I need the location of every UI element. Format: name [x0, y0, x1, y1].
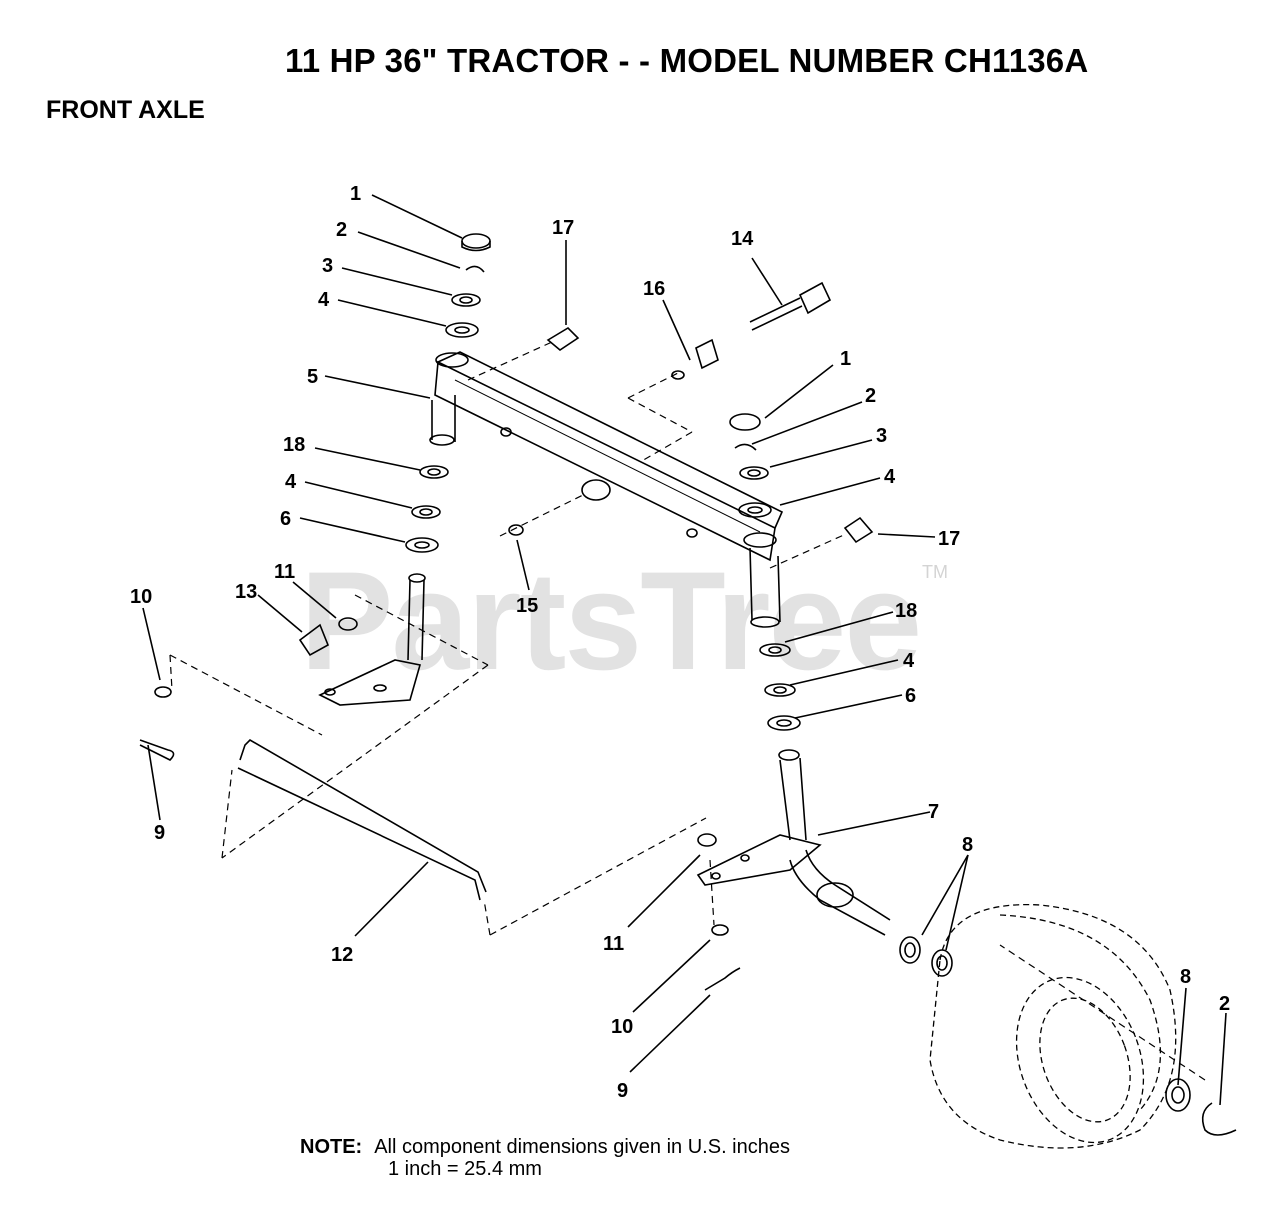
callout-1-right: 1: [840, 348, 851, 370]
callout-2-bottom: 2: [1219, 993, 1230, 1015]
callout-6-right: 6: [905, 685, 916, 707]
callout-1-left: 1: [350, 183, 361, 205]
callout-15: 15: [516, 595, 538, 617]
page-title: 11 HP 36" TRACTOR - - MODEL NUMBER CH113…: [285, 42, 1089, 79]
callout-18-left: 18: [283, 434, 305, 456]
trademark-symbol: TM: [922, 562, 948, 582]
note-line-1: All component dimensions given in U.S. i…: [374, 1136, 790, 1158]
dimension-note: NOTE: All component dimensions given in U…: [300, 1136, 790, 1180]
callout-13: 13: [235, 581, 257, 603]
callout-12: 12: [331, 944, 353, 966]
callout-5: 5: [307, 366, 318, 388]
callout-11-right: 11: [603, 933, 624, 955]
callout-2-left: 2: [336, 219, 347, 241]
callout-14: 14: [731, 228, 754, 250]
note-line-2: 1 inch = 25.4 mm: [388, 1158, 542, 1180]
callout-4-mid-right: 4: [903, 650, 915, 672]
callout-4-mid-left: 4: [285, 471, 297, 493]
callout-4-top-left: 4: [318, 289, 330, 311]
callout-11-left: 11: [274, 561, 295, 583]
callout-6-left: 6: [280, 508, 291, 530]
callout-16: 16: [643, 278, 665, 300]
section-title: FRONT AXLE: [46, 96, 205, 124]
callout-17-top: 17: [552, 217, 574, 239]
callout-18-right: 18: [895, 600, 917, 622]
callout-10-left: 10: [130, 586, 152, 608]
callout-17-right: 17: [938, 528, 960, 550]
callout-8-top: 8: [962, 834, 973, 856]
callout-9-right: 9: [617, 1080, 628, 1102]
callout-7: 7: [928, 801, 939, 823]
callout-4-top-right: 4: [884, 466, 896, 488]
callout-10-right: 10: [611, 1016, 633, 1038]
callout-3-left: 3: [322, 255, 333, 277]
callout-8-bottom: 8: [1180, 966, 1191, 988]
callout-9-left: 9: [154, 822, 165, 844]
callout-3-right: 3: [876, 425, 887, 447]
note-label: NOTE:: [300, 1136, 363, 1158]
callout-2-right: 2: [865, 385, 876, 407]
